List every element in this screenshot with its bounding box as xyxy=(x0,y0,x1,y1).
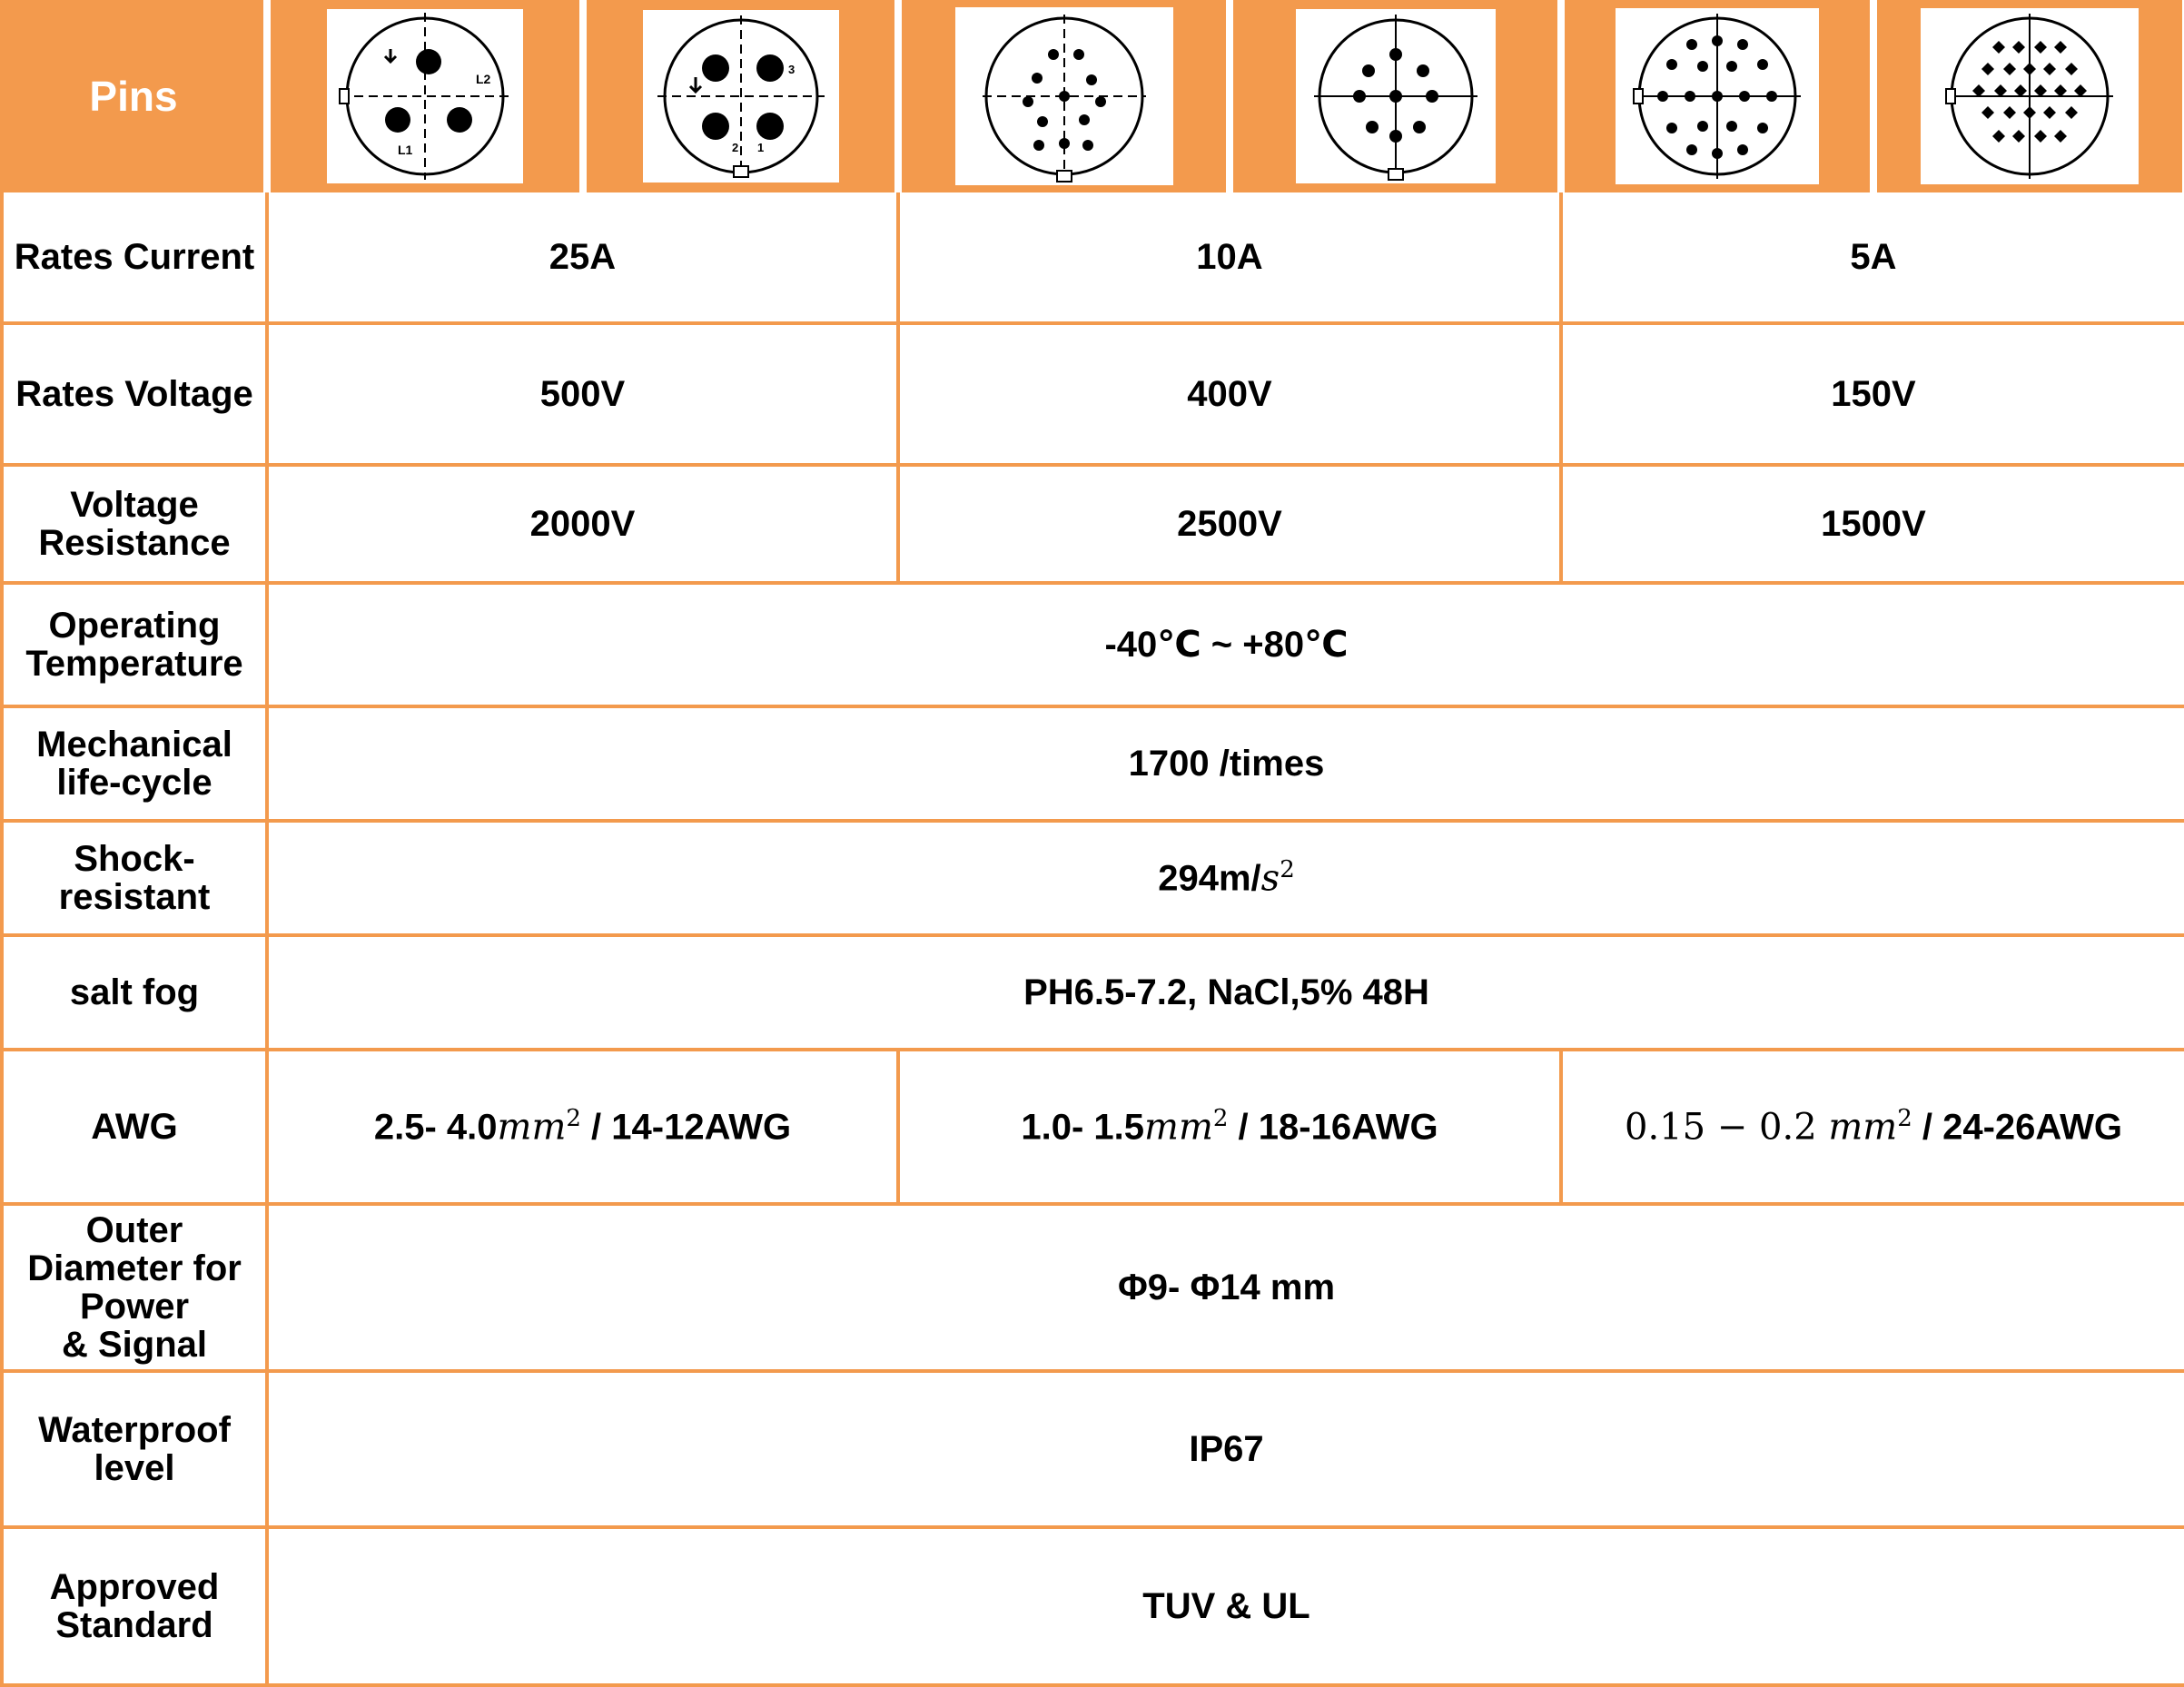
connector-5pin-icon: 3 2 1 xyxy=(642,10,839,183)
value-awg-2: 1.0- 1.5mm2 / 18-16AWG xyxy=(896,1048,1563,1206)
label-line: Approved xyxy=(49,1567,220,1607)
connector-4pin-icon: L2 L1 xyxy=(327,9,523,183)
pins-header: Pins xyxy=(0,0,270,192)
value-awg-1: 2.5- 4.0mm2 / 14-12AWG xyxy=(265,1048,900,1206)
value-rates-current-3: 5A xyxy=(1559,189,2184,325)
awg-prefix: 0.15 − 0.2 xyxy=(1625,1106,1829,1149)
pin-icon-cell-3 xyxy=(894,0,1233,192)
awg-unit: mm xyxy=(1144,1106,1213,1149)
label-line: Mechanical xyxy=(36,725,232,765)
label-line: & Signal xyxy=(61,1325,208,1365)
header-row: Pins L2 L1 xyxy=(0,0,2184,192)
connector-24pin-icon xyxy=(1921,8,2139,184)
value-rates-current-1: 25A xyxy=(265,189,900,325)
value-shock-resistant: 294m/s2 xyxy=(265,819,2184,937)
awg-sup: 2 xyxy=(1897,1105,1912,1133)
awg-unit: mm xyxy=(497,1106,567,1149)
label-line: resistant xyxy=(58,877,211,917)
value-rates-voltage-1: 500V xyxy=(265,321,900,467)
label-waterproof: Waterproof level xyxy=(0,1369,269,1529)
pin-icon-cell-1: L2 L1 xyxy=(263,0,587,192)
awg-sup: 2 xyxy=(1212,1105,1229,1133)
awg-suffix: / 18-16AWG xyxy=(1228,1107,1438,1148)
label-line: Operating xyxy=(48,606,221,646)
connector-19pin-icon xyxy=(1616,8,1819,184)
label-line: Outer xyxy=(85,1210,183,1250)
value-rates-voltage-3: 150V xyxy=(1559,321,2184,467)
label-outer-diameter: Outer Diameter for Power & Signal xyxy=(0,1202,269,1373)
row-operating-temperature: Operating Temperature -40℃ ~ +80℃ xyxy=(0,581,2184,708)
label-rates-voltage: Rates Voltage xyxy=(0,321,269,467)
label-line: Voltage xyxy=(70,485,199,525)
connector-12pin-icon xyxy=(954,7,1173,185)
label-shock-resistant: Shock- resistant xyxy=(0,819,269,937)
value-operating-temperature: -40℃ ~ +80℃ xyxy=(265,581,2184,708)
shock-value-var: s xyxy=(1260,857,1280,900)
row-shock-resistant: Shock- resistant 294m/s2 xyxy=(0,819,2184,937)
pin-label-1: 1 xyxy=(757,141,764,154)
pin-label-l1: L1 xyxy=(398,143,413,157)
awg-unit: mm xyxy=(1828,1106,1898,1149)
pin-label-l2: L2 xyxy=(476,72,491,86)
awg-prefix: 2.5- 4.0 xyxy=(373,1107,498,1148)
label-line: Diameter for xyxy=(27,1248,242,1288)
label-voltage-resistance: Voltage Resistance xyxy=(0,463,269,585)
label-line: Waterproof xyxy=(38,1410,231,1450)
label-rates-current: Rates Current xyxy=(0,189,269,325)
pin-icon-cell-6 xyxy=(1870,0,2184,192)
value-awg-3: 0.15 − 0.2 mm2 / 24-26AWG xyxy=(1559,1048,2184,1206)
value-rates-current-2: 10A xyxy=(896,189,1563,325)
label-operating-temperature: Operating Temperature xyxy=(0,581,269,708)
value-outer-diameter: Φ9- Φ14 mm xyxy=(265,1202,2184,1373)
value-salt-fog: PH6.5-7.2, NaCl,5% 48H xyxy=(265,933,2184,1051)
shock-value-sup: 2 xyxy=(1280,856,1295,884)
label-line: life-cycle xyxy=(56,763,212,803)
row-approved-standard: Approved Standard TUV & UL xyxy=(0,1525,2184,1687)
label-line: Resistance xyxy=(38,523,231,563)
label-mechanical-life-cycle: Mechanical life-cycle xyxy=(0,705,269,823)
label-line: Shock- xyxy=(74,839,195,879)
value-voltage-resistance-1: 2000V xyxy=(265,463,900,585)
row-waterproof: Waterproof level IP67 xyxy=(0,1369,2184,1529)
label-line: level xyxy=(94,1448,175,1488)
connector-9pin-icon xyxy=(1295,9,1496,183)
label-line: Standard xyxy=(55,1605,213,1645)
pin-label-2: 2 xyxy=(732,141,738,154)
row-rates-current: Rates Current 25A 10A 5A xyxy=(0,189,2184,325)
row-outer-diameter: Outer Diameter for Power & Signal Φ9- Φ1… xyxy=(0,1202,2184,1373)
pin-icon-cell-5 xyxy=(1557,0,1877,192)
value-voltage-resistance-3: 1500V xyxy=(1559,463,2184,585)
awg-suffix: / 14-12AWG xyxy=(580,1107,792,1148)
shock-value-prefix: 294m/ xyxy=(1158,858,1261,899)
value-voltage-resistance-2: 2500V xyxy=(896,463,1563,585)
row-mechanical-life-cycle: Mechanical life-cycle 1700 /times xyxy=(0,705,2184,823)
pin-icon-cell-4 xyxy=(1226,0,1565,192)
label-line: Temperature xyxy=(25,644,243,684)
value-mechanical-life-cycle: 1700 /times xyxy=(265,705,2184,823)
value-rates-voltage-2: 400V xyxy=(896,321,1563,467)
label-approved-standard: Approved Standard xyxy=(0,1525,269,1687)
row-awg: AWG 2.5- 4.0mm2 / 14-12AWG 1.0- 1.5mm2 /… xyxy=(0,1048,2184,1206)
label-awg: AWG xyxy=(0,1048,269,1206)
awg-sup: 2 xyxy=(566,1105,581,1133)
row-rates-voltage: Rates Voltage 500V 400V 150V xyxy=(0,321,2184,467)
row-voltage-resistance: Voltage Resistance 2000V 2500V 1500V xyxy=(0,463,2184,585)
label-salt-fog: salt fog xyxy=(0,933,269,1051)
pin-label-3: 3 xyxy=(788,63,795,76)
awg-prefix: 1.0- 1.5 xyxy=(1021,1107,1145,1148)
awg-suffix: / 24-26AWG xyxy=(1912,1107,2122,1148)
value-approved-standard: TUV & UL xyxy=(265,1525,2184,1687)
value-waterproof: IP67 xyxy=(265,1369,2184,1529)
label-line: Power xyxy=(79,1287,190,1327)
pin-icon-cell-2: 3 2 1 xyxy=(579,0,902,192)
row-salt-fog: salt fog PH6.5-7.2, NaCl,5% 48H xyxy=(0,933,2184,1051)
